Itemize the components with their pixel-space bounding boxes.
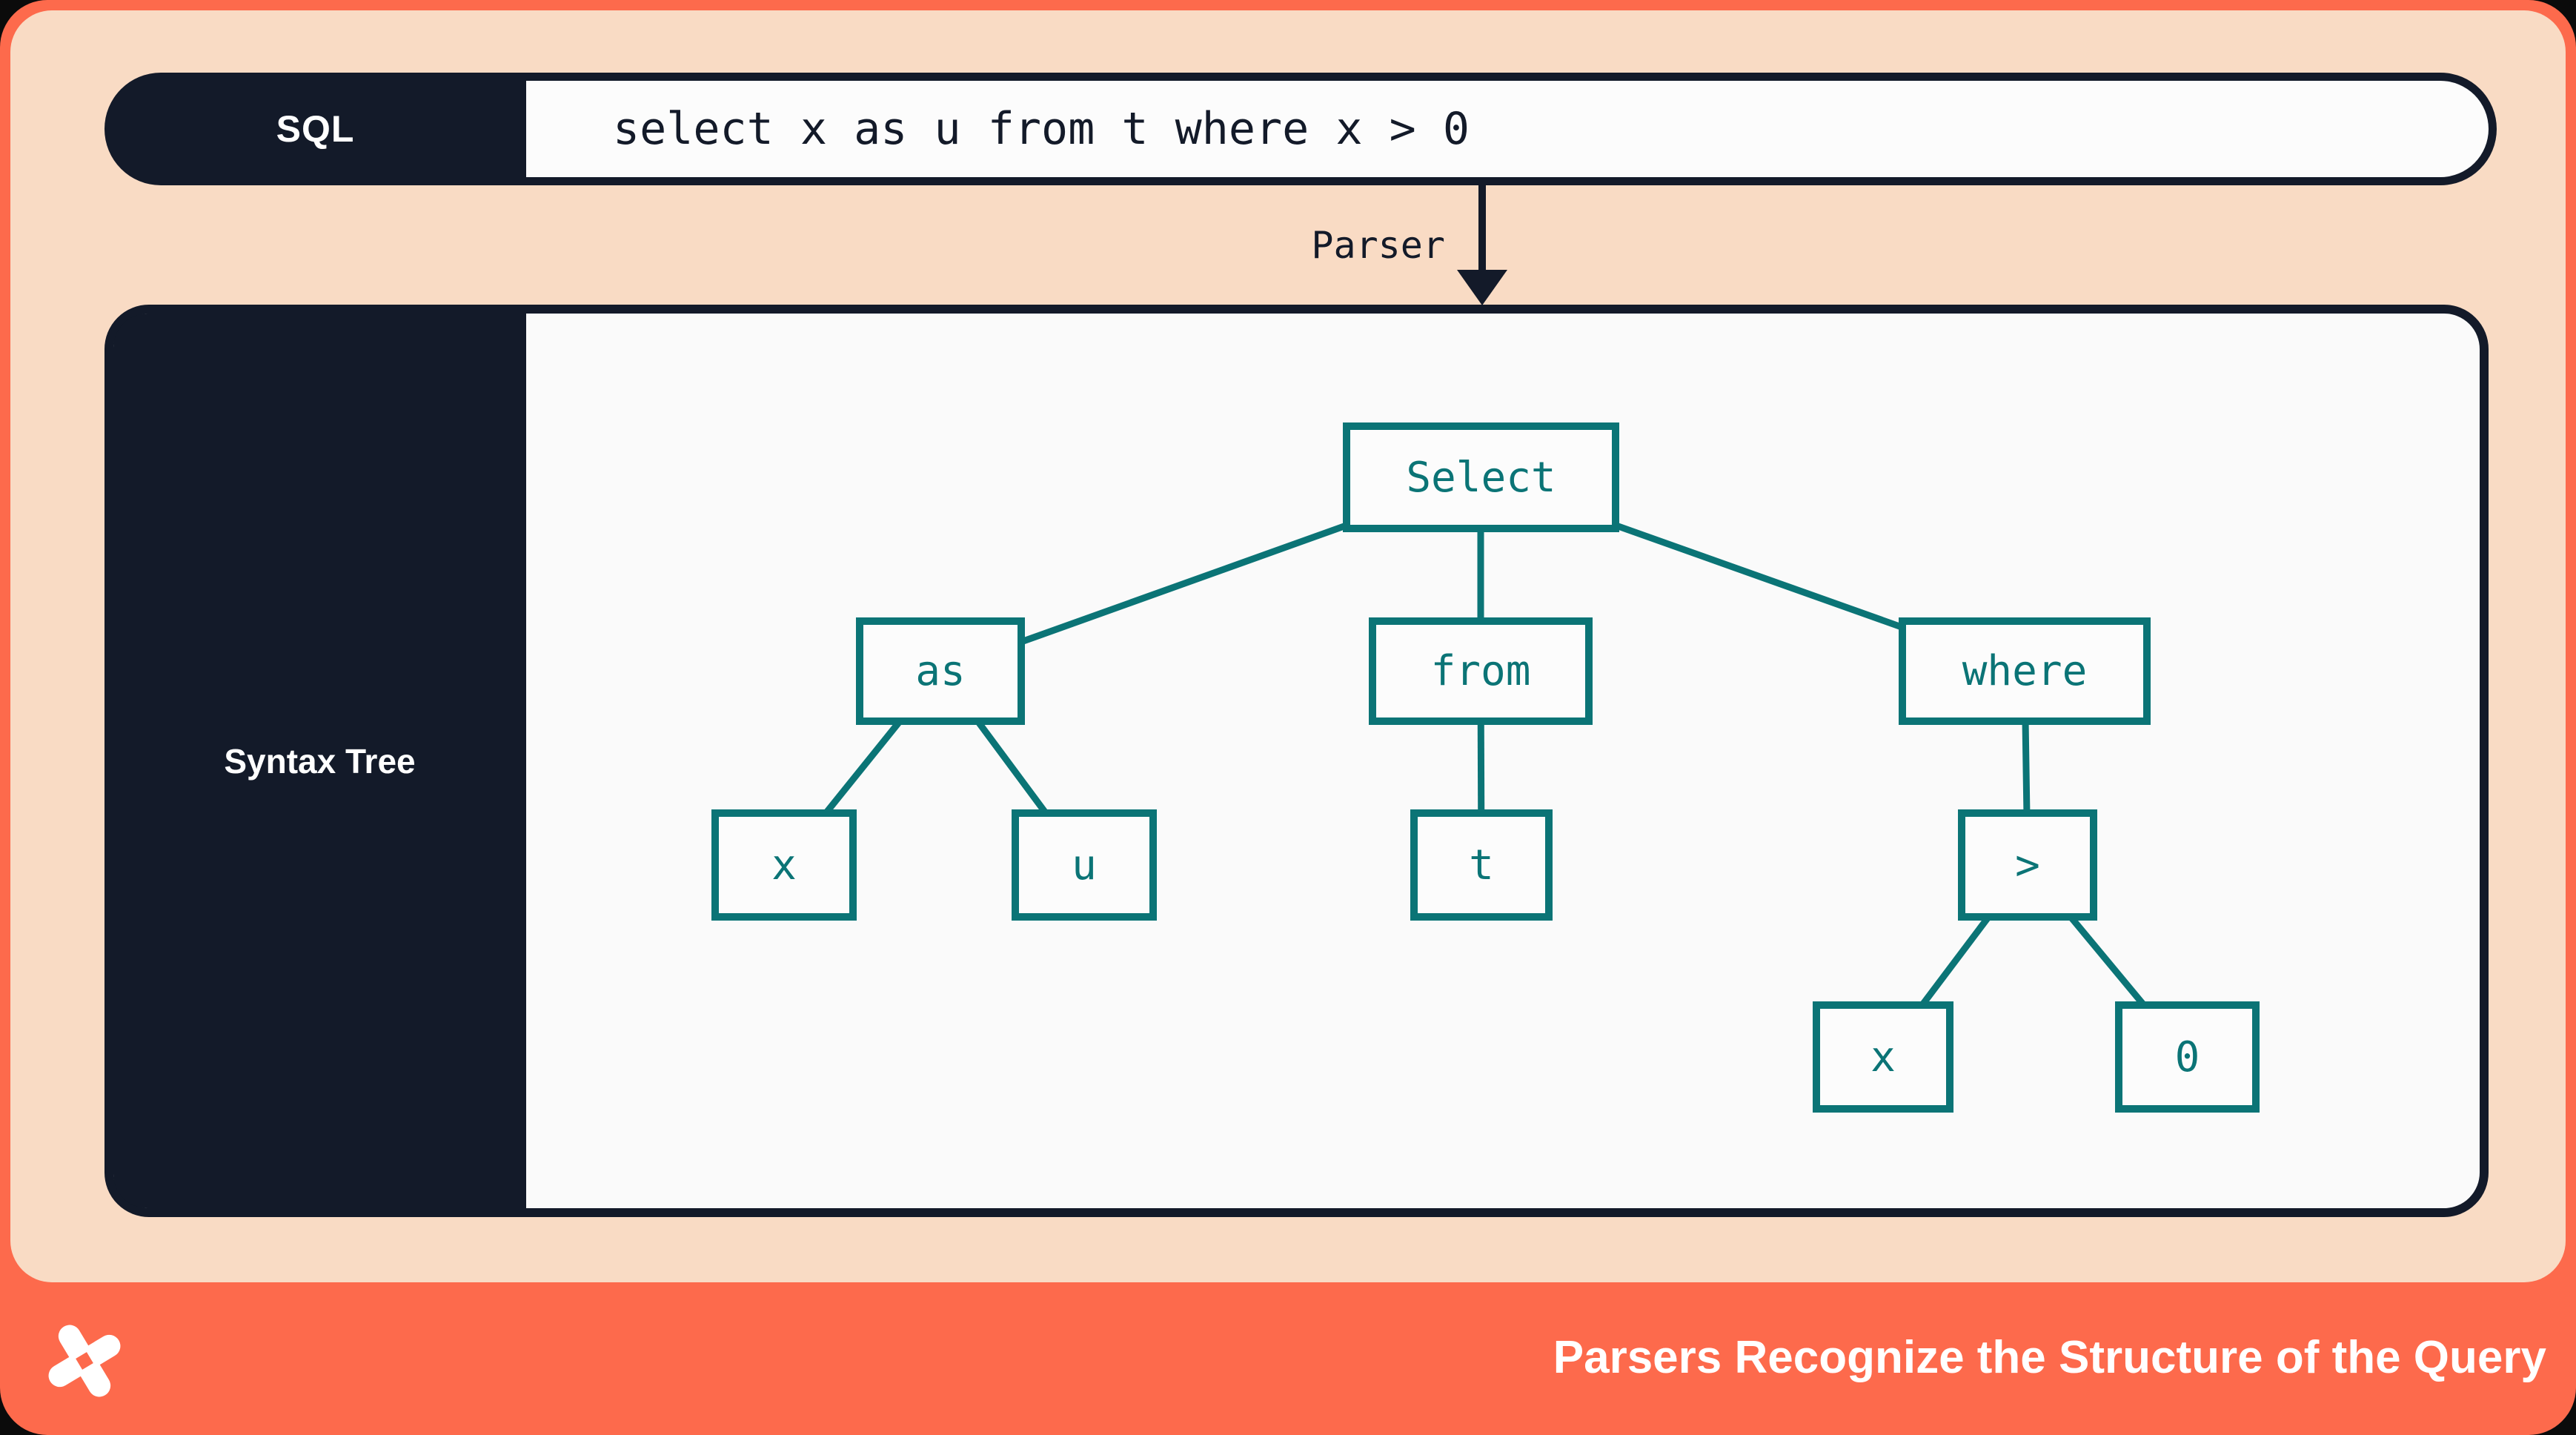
tree-node-greater-than: > (1958, 809, 2097, 921)
tree-node-select: Select (1343, 422, 1619, 532)
sql-label: SQL (276, 108, 355, 150)
syntax-tree-label-section: Syntax Tree (113, 314, 526, 1208)
sql-query-text: select x as u from t where x > 0 (613, 103, 1470, 155)
parser-arrow-line (1478, 185, 1486, 273)
parser-arrow-down-icon (1457, 270, 1507, 305)
tree-node-u: u (1012, 809, 1157, 921)
parser-label: Parser (1311, 224, 1445, 267)
syntax-tree-panel: Syntax Tree (104, 305, 2489, 1217)
tree-node-as: as (856, 617, 1025, 725)
tree-node-t: t (1410, 809, 1553, 921)
tree-node-zero: 0 (2115, 1001, 2260, 1113)
tree-node-from: from (1369, 617, 1593, 725)
sql-query-area: select x as u from t where x > 0 (526, 81, 2489, 177)
tree-node-where: where (1899, 617, 2151, 725)
tree-node-x-operand: x (1813, 1001, 1953, 1113)
sql-label-section: SQL (104, 73, 526, 185)
tree-node-x-alias: x (711, 809, 857, 921)
syntax-tree-label: Syntax Tree (224, 741, 416, 781)
sql-input-bar: SQL select x as u from t where x > 0 (104, 73, 2497, 185)
pinwheel-star-logo-icon (44, 1321, 125, 1401)
slide-title: Parsers Recognize the Structure of the Q… (1553, 1332, 2546, 1383)
